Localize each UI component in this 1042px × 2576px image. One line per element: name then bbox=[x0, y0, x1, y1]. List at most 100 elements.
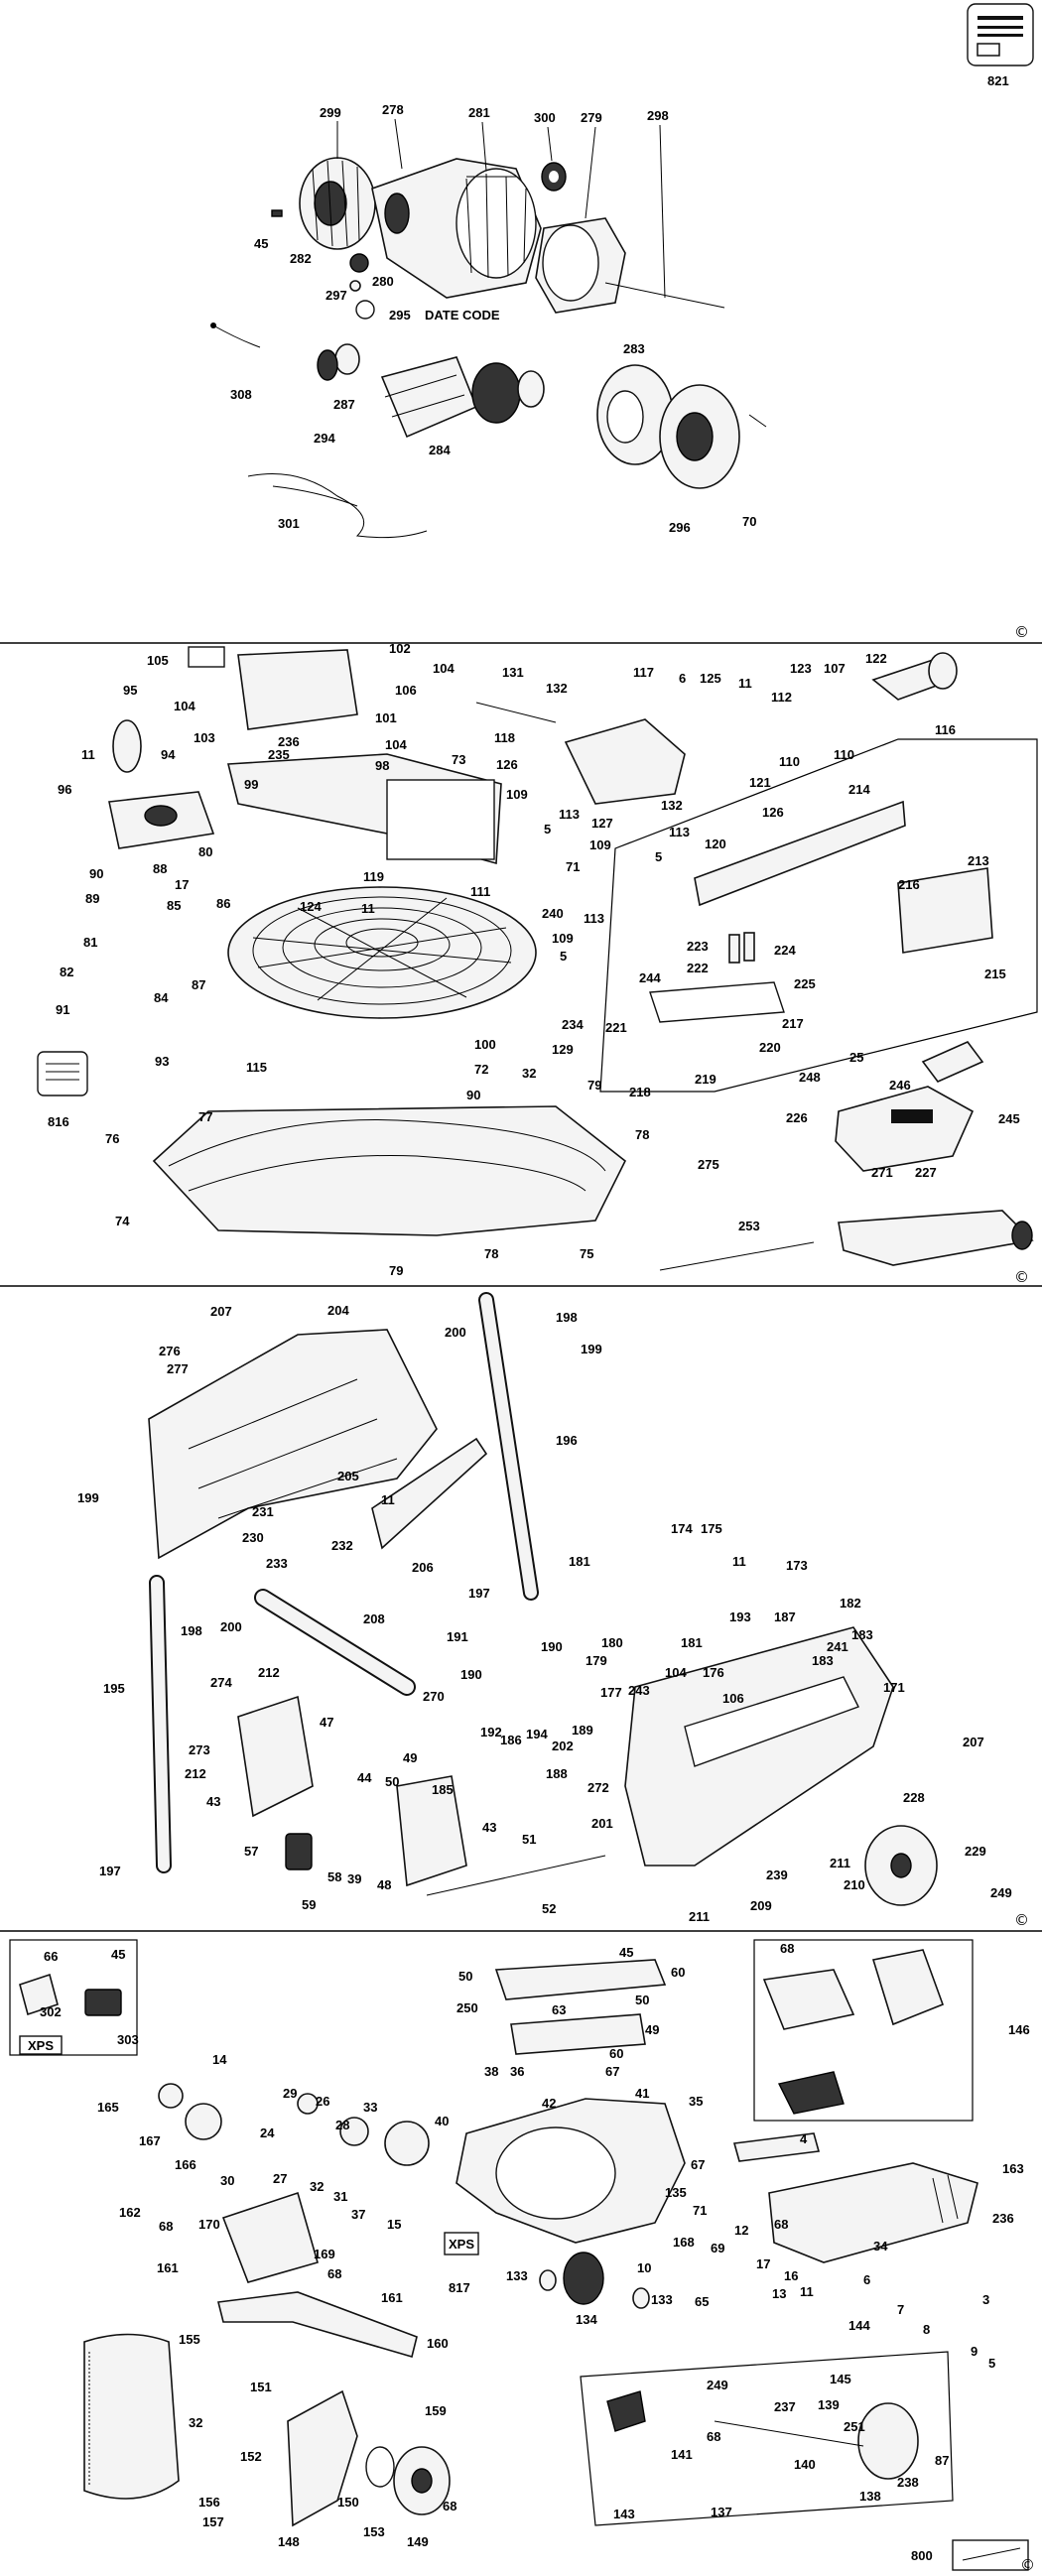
svg-text:93: 93 bbox=[155, 1054, 169, 1069]
svg-text:106: 106 bbox=[722, 1691, 744, 1706]
head-section: 66 45 302 303 XPS 68 146 45 60 50 50 63 … bbox=[9, 1939, 1035, 2574]
svg-text:281: 281 bbox=[468, 105, 490, 120]
svg-text:218: 218 bbox=[629, 1085, 651, 1099]
svg-text:51: 51 bbox=[522, 1832, 536, 1847]
svg-text:33: 33 bbox=[363, 2100, 377, 2115]
svg-text:199: 199 bbox=[77, 1490, 99, 1505]
svg-text:280: 280 bbox=[372, 274, 394, 289]
svg-text:110: 110 bbox=[779, 754, 800, 769]
svg-text:133: 133 bbox=[506, 2268, 528, 2283]
svg-text:89: 89 bbox=[85, 891, 99, 906]
svg-text:28: 28 bbox=[335, 2118, 349, 2132]
svg-text:38: 38 bbox=[484, 2064, 498, 2079]
svg-text:111: 111 bbox=[470, 884, 490, 899]
svg-text:109: 109 bbox=[552, 931, 574, 946]
svg-text:144: 144 bbox=[848, 2318, 870, 2333]
motor-section: 299 278 281 300 279 298 45 282 280 297 2… bbox=[210, 3, 1034, 641]
svg-text:167: 167 bbox=[139, 2133, 161, 2148]
svg-text:5: 5 bbox=[544, 822, 551, 837]
motor-housing bbox=[371, 158, 542, 299]
svg-text:234: 234 bbox=[562, 1017, 584, 1032]
svg-text:211: 211 bbox=[830, 1856, 850, 1870]
svg-text:196: 196 bbox=[556, 1433, 578, 1448]
svg-text:71: 71 bbox=[566, 859, 580, 874]
svg-text:102: 102 bbox=[389, 641, 411, 656]
svg-text:181: 181 bbox=[569, 1554, 590, 1569]
svg-text:235: 235 bbox=[268, 747, 290, 762]
svg-text:270: 270 bbox=[423, 1689, 445, 1704]
svg-text:227: 227 bbox=[915, 1165, 937, 1180]
svg-text:156: 156 bbox=[198, 2495, 220, 2510]
svg-text:86: 86 bbox=[216, 896, 230, 911]
svg-text:197: 197 bbox=[99, 1864, 121, 1878]
svg-text:71: 71 bbox=[693, 2203, 707, 2218]
svg-text:236: 236 bbox=[278, 734, 300, 749]
svg-text:66: 66 bbox=[44, 1949, 58, 1964]
svg-text:10: 10 bbox=[637, 2260, 651, 2275]
svg-text:145: 145 bbox=[830, 2372, 851, 2386]
svg-text:271: 271 bbox=[871, 1165, 893, 1180]
svg-text:222: 222 bbox=[687, 961, 709, 975]
svg-text:45: 45 bbox=[254, 236, 268, 251]
svg-text:126: 126 bbox=[496, 757, 518, 772]
svg-text:210: 210 bbox=[844, 1877, 865, 1892]
svg-text:308: 308 bbox=[230, 387, 252, 402]
svg-text:11: 11 bbox=[738, 676, 752, 691]
svg-text:192: 192 bbox=[480, 1725, 502, 1739]
svg-text:49: 49 bbox=[645, 2022, 659, 2037]
svg-text:186: 186 bbox=[500, 1733, 522, 1747]
svg-text:212: 212 bbox=[258, 1665, 280, 1680]
svg-text:183: 183 bbox=[851, 1627, 873, 1642]
svg-text:5: 5 bbox=[988, 2356, 995, 2371]
svg-text:201: 201 bbox=[591, 1816, 613, 1831]
svg-text:171: 171 bbox=[883, 1680, 905, 1695]
svg-text:173: 173 bbox=[786, 1558, 808, 1573]
svg-text:32: 32 bbox=[189, 2415, 202, 2430]
svg-text:104: 104 bbox=[385, 737, 407, 752]
svg-text:153: 153 bbox=[363, 2524, 385, 2539]
svg-text:126: 126 bbox=[762, 805, 784, 820]
svg-text:233: 233 bbox=[266, 1556, 288, 1571]
svg-text:139: 139 bbox=[818, 2397, 840, 2412]
svg-text:68: 68 bbox=[774, 2217, 788, 2232]
svg-text:85: 85 bbox=[167, 898, 181, 913]
svg-text:96: 96 bbox=[58, 782, 71, 797]
svg-text:127: 127 bbox=[591, 816, 613, 831]
svg-text:27: 27 bbox=[273, 2171, 287, 2186]
svg-text:249: 249 bbox=[707, 2378, 728, 2392]
svg-text:82: 82 bbox=[60, 965, 73, 979]
svg-text:197: 197 bbox=[468, 1586, 490, 1601]
xps-badge-text: XPS bbox=[449, 2237, 474, 2252]
svg-text:131: 131 bbox=[502, 665, 524, 680]
svg-text:278: 278 bbox=[382, 102, 404, 117]
svg-text:68: 68 bbox=[327, 2266, 341, 2281]
svg-text:185: 185 bbox=[432, 1782, 454, 1797]
svg-text:32: 32 bbox=[310, 2179, 324, 2194]
svg-text:155: 155 bbox=[179, 2332, 200, 2347]
svg-text:238: 238 bbox=[897, 2475, 919, 2490]
svg-text:109: 109 bbox=[589, 837, 611, 852]
svg-text:181: 181 bbox=[681, 1635, 703, 1650]
svg-text:13: 13 bbox=[772, 2286, 786, 2301]
svg-text:80: 80 bbox=[198, 844, 212, 859]
svg-text:6: 6 bbox=[679, 671, 686, 686]
svg-text:225: 225 bbox=[794, 976, 816, 991]
svg-text:118: 118 bbox=[494, 730, 515, 745]
svg-text:70: 70 bbox=[742, 514, 756, 529]
svg-text:129: 129 bbox=[552, 1042, 574, 1057]
svg-text:72: 72 bbox=[474, 1062, 488, 1077]
svg-text:17: 17 bbox=[175, 877, 189, 892]
svg-text:160: 160 bbox=[427, 2336, 449, 2351]
svg-text:133: 133 bbox=[651, 2292, 673, 2307]
svg-text:43: 43 bbox=[482, 1820, 496, 1835]
baffle bbox=[659, 384, 740, 489]
svg-text:231: 231 bbox=[252, 1504, 274, 1519]
svg-text:213: 213 bbox=[968, 853, 989, 868]
svg-text:104: 104 bbox=[665, 1665, 687, 1680]
svg-text:67: 67 bbox=[691, 2157, 705, 2172]
svg-text:187: 187 bbox=[774, 1610, 796, 1624]
svg-text:100: 100 bbox=[474, 1037, 496, 1052]
svg-text:214: 214 bbox=[848, 782, 870, 797]
field-coil bbox=[535, 217, 626, 314]
svg-text:298: 298 bbox=[647, 108, 669, 123]
